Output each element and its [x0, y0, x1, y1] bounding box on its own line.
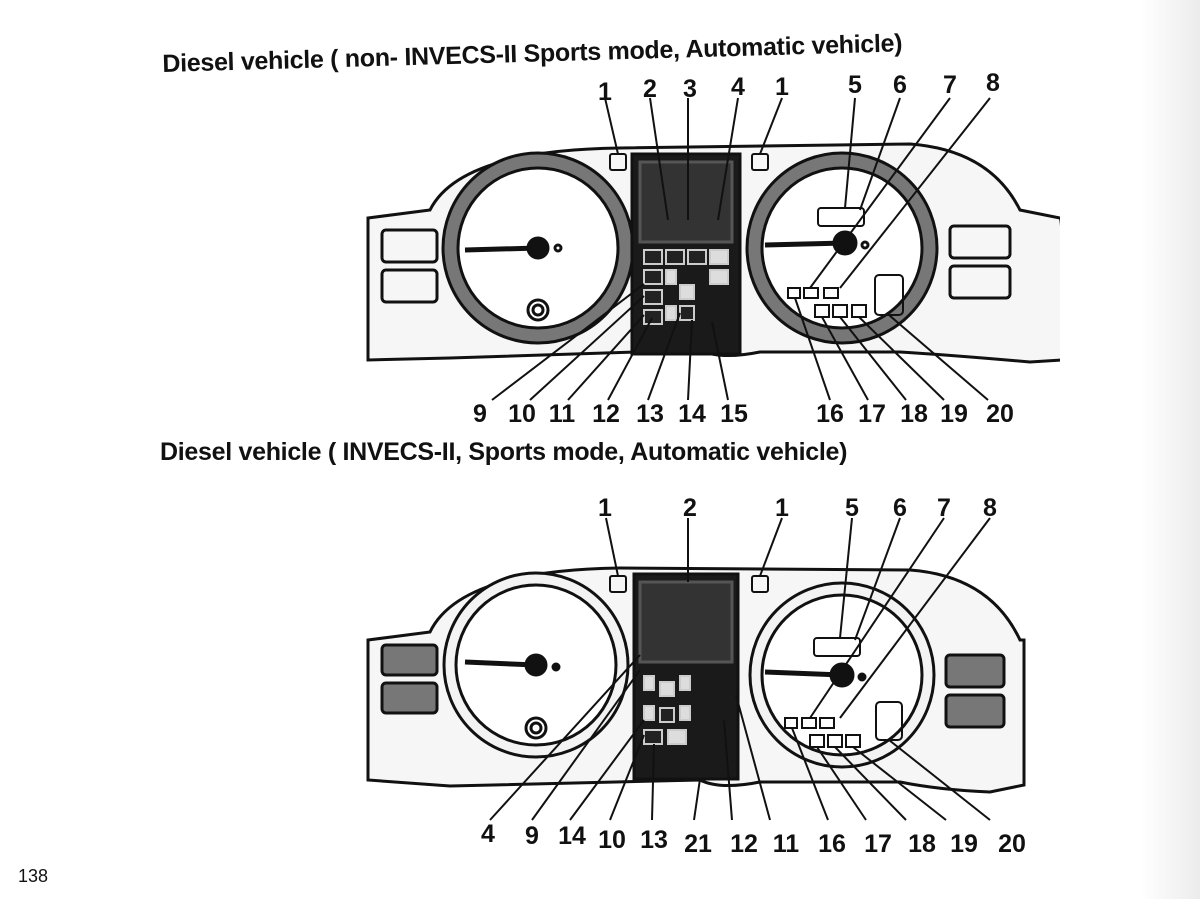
callout-p2-11: 11: [772, 830, 800, 858]
callout-1b: 1: [775, 73, 789, 101]
callout-p2-16: 16: [818, 830, 846, 858]
callout-p2-19: 19: [950, 830, 978, 858]
callout-p2-17: 17: [864, 830, 892, 858]
callout-1: 1: [598, 78, 612, 106]
callout-p2-14: 14: [558, 822, 586, 850]
callout-p2-10: 10: [598, 826, 626, 854]
callout-p2-18: 18: [908, 830, 936, 858]
callout-5: 5: [848, 71, 862, 99]
callout-p2-20: 20: [998, 830, 1026, 858]
callout-p2-21: 21: [684, 830, 712, 858]
page-number: 138: [18, 866, 49, 886]
instrument-panel-invecs: [340, 490, 1060, 870]
callout-p2-5: 5: [845, 494, 859, 522]
instrument-panel-drawing-2: [366, 517, 1026, 821]
callout-6: 6: [893, 71, 907, 99]
callout-17: 17: [858, 400, 886, 428]
callout-p2-4: 4: [481, 820, 495, 848]
callout-9: 9: [473, 400, 487, 428]
callout-3: 3: [683, 75, 697, 103]
callout-15: 15: [720, 400, 748, 428]
callout-p2-2: 2: [683, 494, 697, 522]
instrument-panel-non-invecs: [340, 70, 1060, 440]
callout-p2-1b: 1: [775, 494, 789, 522]
page-edge-shadow: [1140, 0, 1200, 899]
callout-11: 11: [548, 400, 576, 428]
callout-7: 7: [943, 71, 957, 99]
callout-14: 14: [678, 400, 706, 428]
callout-16: 16: [816, 400, 844, 428]
callout-p2-7: 7: [937, 494, 951, 522]
callout-12: 12: [592, 400, 620, 428]
callout-p2-6: 6: [893, 494, 907, 522]
callout-19: 19: [940, 400, 968, 428]
callout-p2-9: 9: [525, 822, 539, 850]
callout-8: 8: [986, 69, 1000, 97]
callout-10: 10: [508, 400, 536, 428]
title-invecs: Diesel vehicle ( INVECS-II, Sports mode,…: [160, 438, 848, 466]
callout-p2-8: 8: [983, 494, 997, 522]
instrument-panel-drawing: [366, 97, 1060, 401]
callout-18: 18: [900, 400, 928, 428]
callout-20: 20: [986, 400, 1014, 428]
callout-4: 4: [731, 73, 745, 101]
callout-p2-1: 1: [598, 494, 612, 522]
callout-13: 13: [636, 400, 664, 428]
callout-p2-13: 13: [640, 826, 668, 854]
callout-2: 2: [643, 75, 657, 103]
callout-p2-12: 12: [730, 830, 758, 858]
